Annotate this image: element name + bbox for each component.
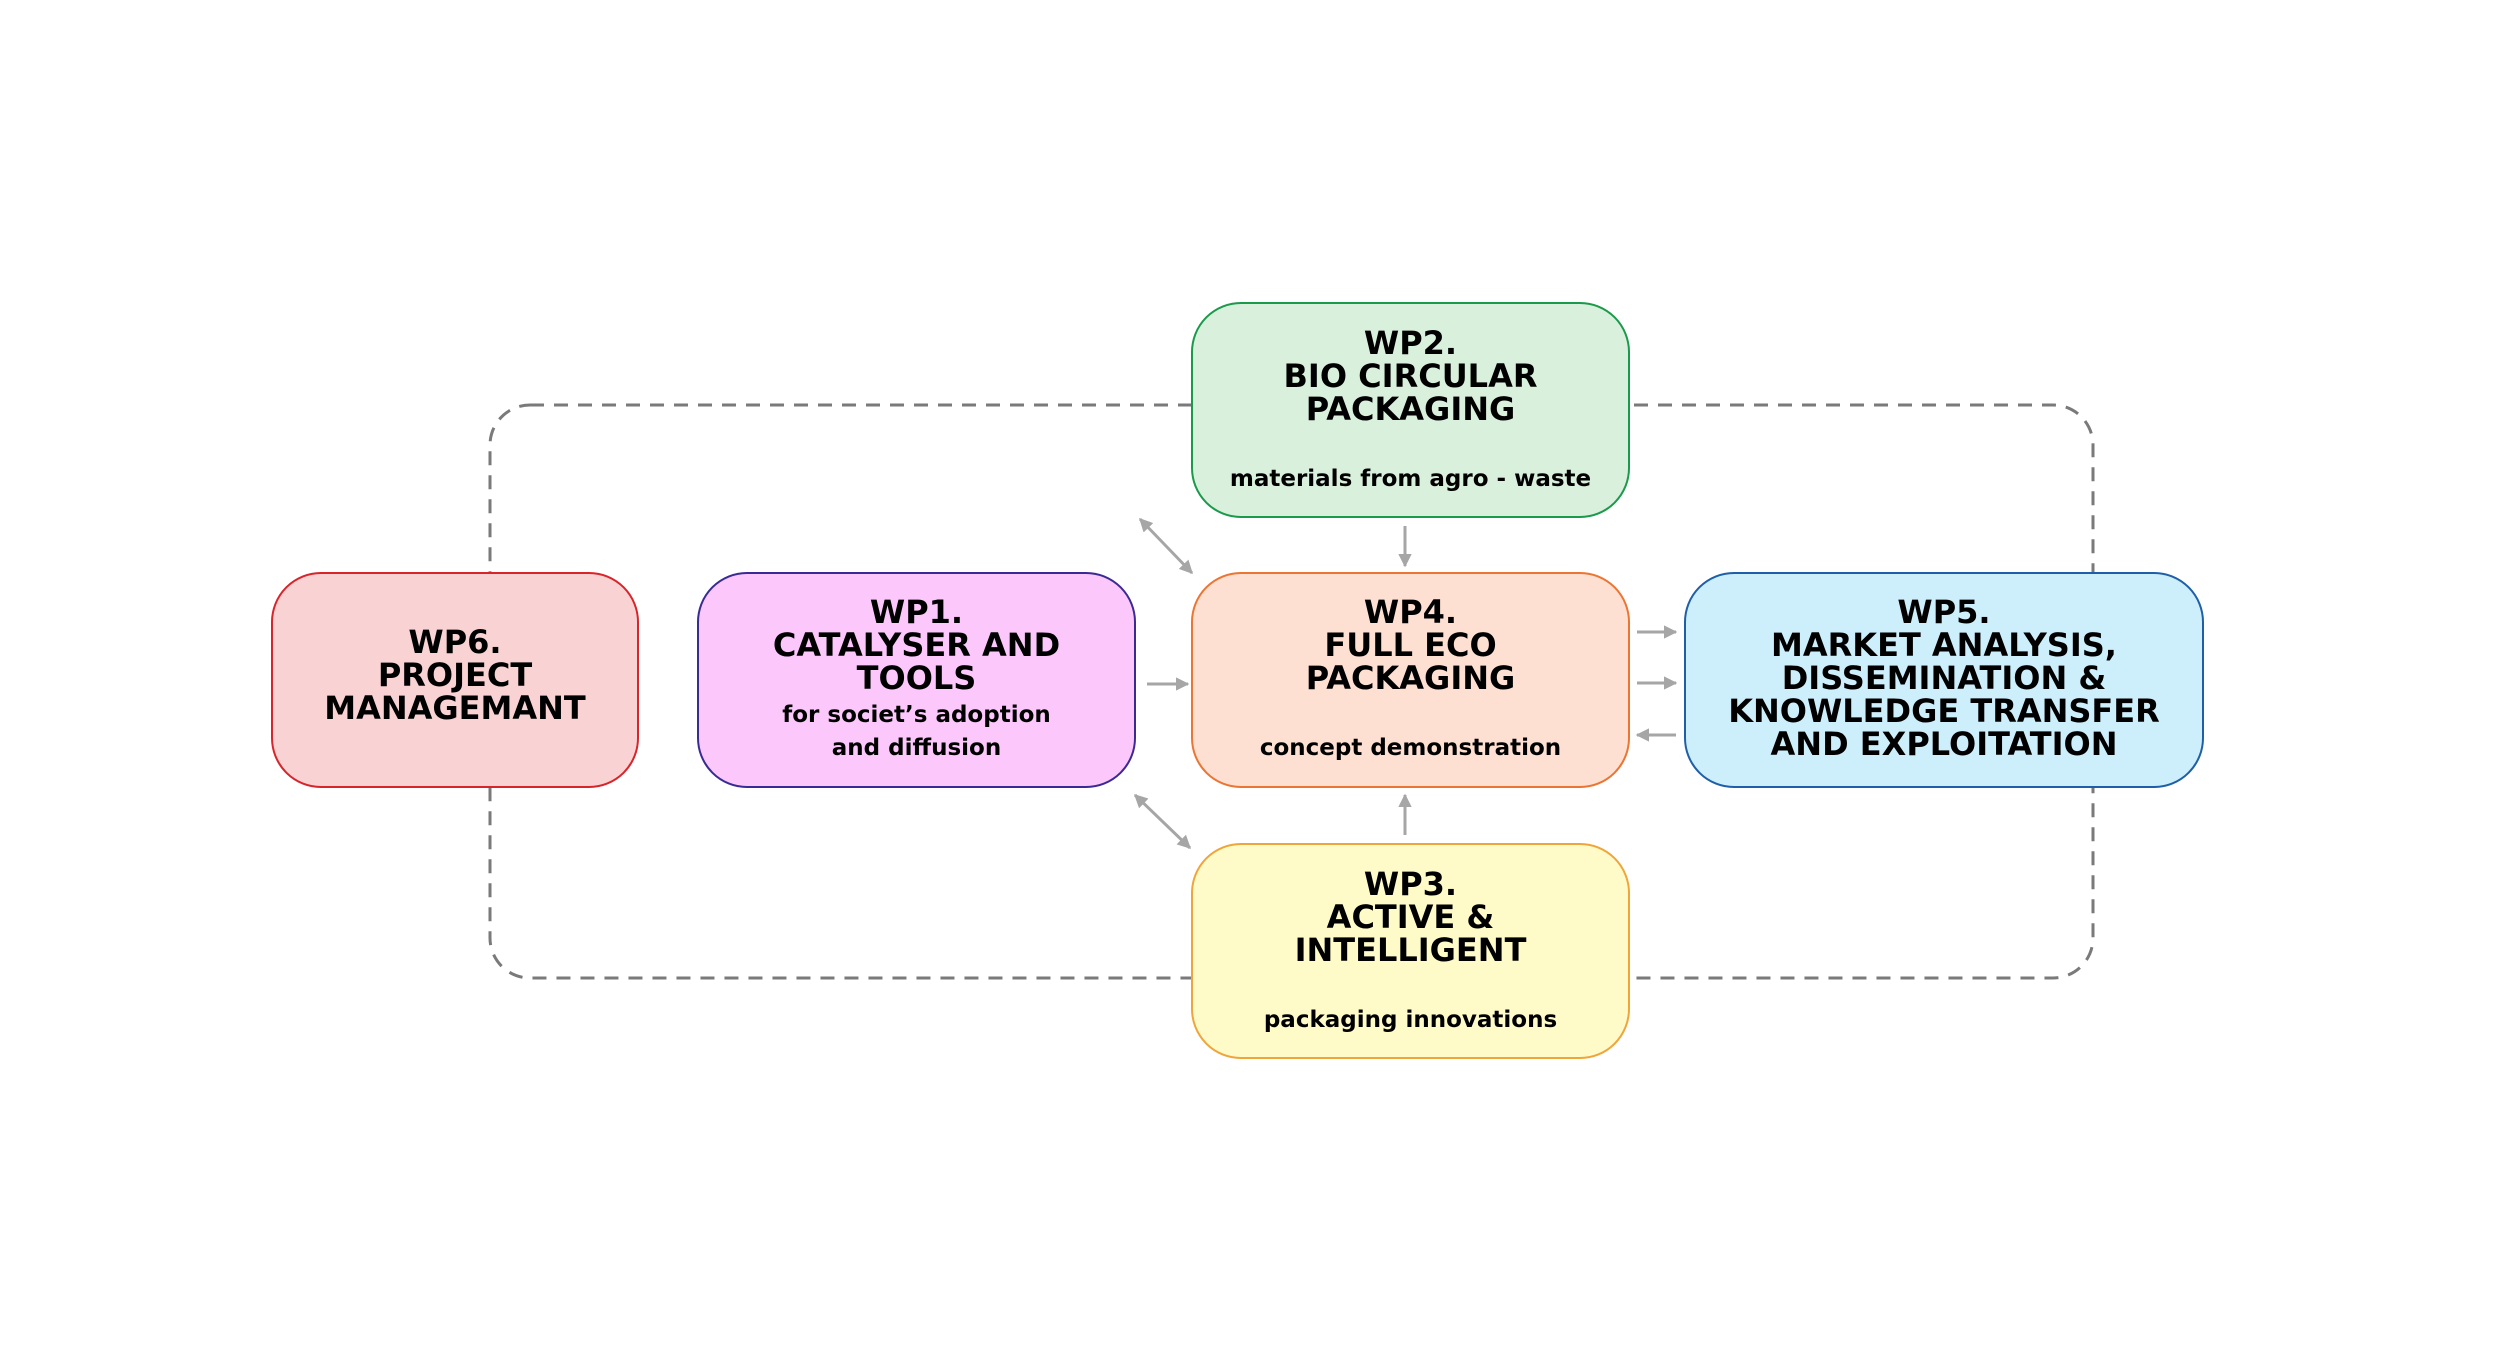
wp5-box: WP5. MARKET ANALYSIS, DISSEMINATION & KN… [1684, 572, 2204, 788]
wp1-title: WP1. CATALYSER AND TOOLS [772, 593, 1061, 697]
wp4-title: WP4. FULL ECO PACKAGING [1305, 593, 1516, 697]
wp3-title: WP3. ACTIVE & INTELLIGENT [1294, 865, 1527, 969]
wp1-subtitle: for societ’s adoption and diffusion [782, 702, 1051, 761]
wp1-box: WP1. CATALYSER AND TOOLS for societ’s ad… [697, 572, 1136, 788]
wp4-subtitle: concept demonstration [1259, 735, 1562, 761]
arrow-wp1-wp3 [1133, 793, 1192, 850]
wp6-box: WP6. PROJECT MANAGEMANT [271, 572, 639, 788]
wp3-box: WP3. ACTIVE & INTELLIGENT packaging inno… [1191, 843, 1630, 1059]
wp4-box: WP4. FULL ECO PACKAGING concept demonstr… [1191, 572, 1630, 788]
wp2-box: WP2. BIO CIRCULAR PACKAGING materials fr… [1191, 302, 1630, 518]
arrow-wp1-wp2 [1138, 517, 1194, 575]
wp2-subtitle: materials from agro - waste [1229, 466, 1592, 492]
wp5-title: WP5. MARKET ANALYSIS, DISSEMINATION & KN… [1728, 593, 2160, 763]
wp6-title: WP6. PROJECT MANAGEMANT [324, 623, 586, 727]
wp3-subtitle: packaging innovations [1263, 1007, 1558, 1033]
wp2-title: WP2. BIO CIRCULAR PACKAGING [1283, 324, 1538, 428]
